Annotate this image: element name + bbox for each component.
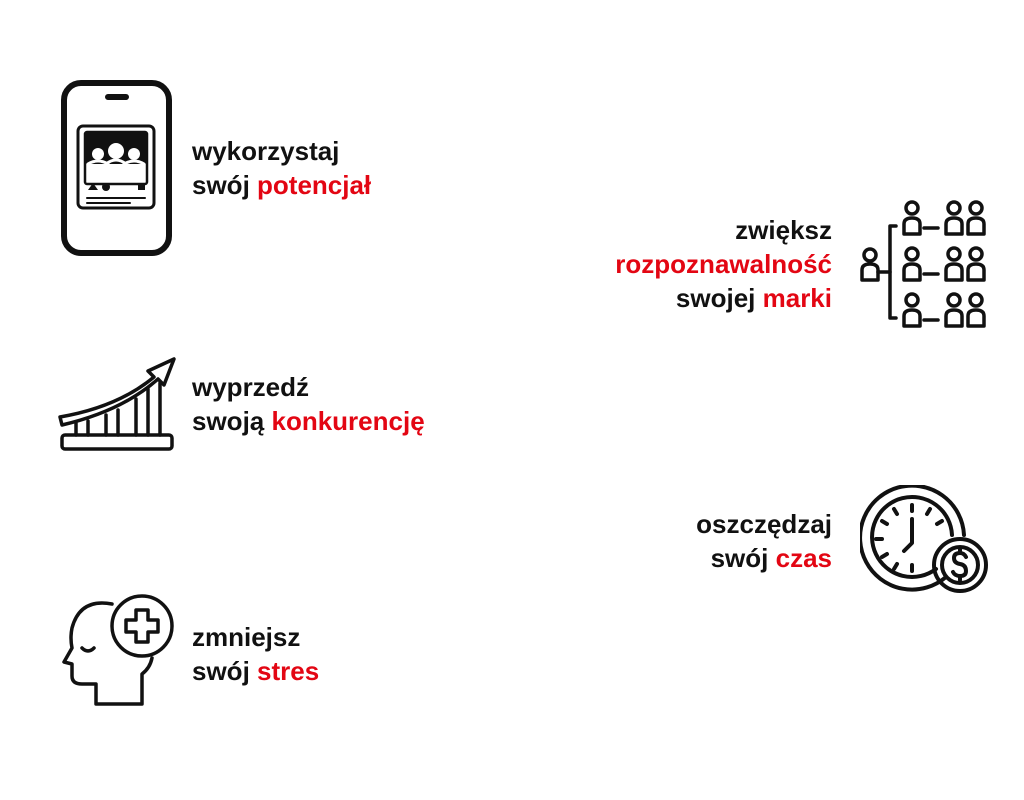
benefit-stress-highlight: stres <box>257 656 320 686</box>
people-network-icon <box>858 198 990 330</box>
benefit-brand-caption: zwiększ rozpoznawalność swojej marki <box>615 213 832 315</box>
benefit-time-caption: oszczędzaj swój czas <box>696 507 832 575</box>
clock-dollar-icon <box>860 485 988 597</box>
benefit-brand-line3: swojej marki <box>615 281 832 315</box>
benefit-potential-line1: wykorzystaj <box>192 136 340 166</box>
benefit-time-line2: swój czas <box>696 541 832 575</box>
benefit-time-prefix: swój <box>710 543 776 573</box>
benefit-potential-caption: wykorzystaj swój potencjał <box>192 134 371 202</box>
benefit-stress-line2: swój stres <box>192 654 319 688</box>
benefit-stress-prefix: swój <box>192 656 258 686</box>
benefit-time-line1: oszczędzaj <box>696 509 832 539</box>
benefit-stress-line1: zmniejsz <box>192 622 301 652</box>
benefit-time-highlight: czas <box>775 543 832 573</box>
benefit-potential-line2: swój potencjał <box>192 168 371 202</box>
benefit-competition-highlight: konkurencję <box>271 406 425 436</box>
benefit-brand-line1: zwiększ <box>735 215 832 245</box>
benefit-competition-caption: wyprzedź swoją konkurencję <box>192 370 425 438</box>
benefit-competition-prefix: swoją <box>192 406 272 436</box>
benefit-stress-caption: zmniejsz swój stres <box>192 620 319 688</box>
growth-chart-arrow-icon <box>58 355 178 453</box>
benefit-brand-prefix: swojej <box>675 283 763 313</box>
smartphone-photo-icon <box>60 80 175 258</box>
benefit-brand-highlight: marki <box>762 283 832 313</box>
benefit-brand-line2: rozpoznawalność <box>615 249 832 279</box>
head-plus-icon <box>60 592 178 710</box>
benefit-potential-highlight: potencjał <box>257 170 372 200</box>
benefit-potential-prefix: swój <box>192 170 258 200</box>
benefit-competition-line1: wyprzedź <box>192 372 310 402</box>
benefit-competition-line2: swoją konkurencję <box>192 404 425 438</box>
